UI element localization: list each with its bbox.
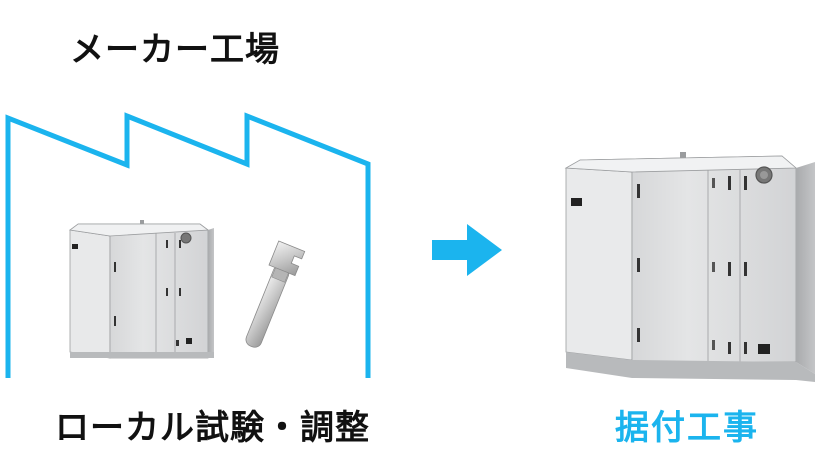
right-arrow-icon	[432, 224, 502, 276]
installation-caption: 据付工事	[615, 408, 759, 448]
large-cabinet-image	[564, 152, 815, 382]
factory-outline-icon	[5, 112, 371, 378]
wrench-icon	[245, 240, 306, 348]
local-test-caption: ローカル試験・調整	[55, 408, 370, 448]
factory-title: メーカー工場	[70, 30, 280, 70]
small-cabinet-image	[68, 220, 214, 359]
